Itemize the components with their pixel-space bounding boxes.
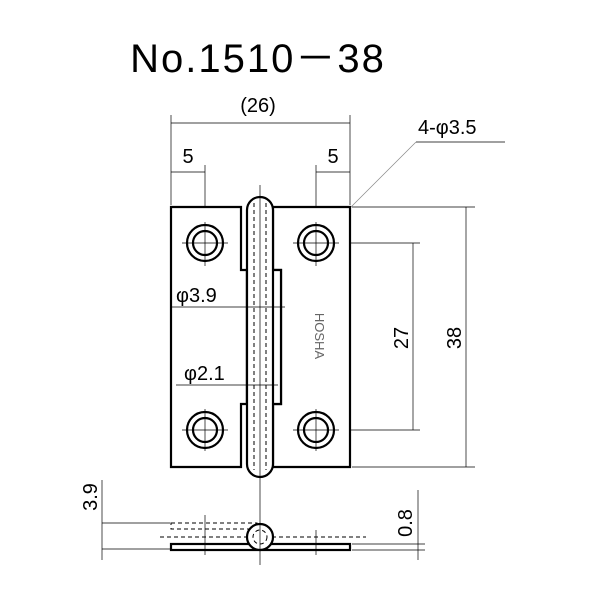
dim-open-thickness: 3.9 bbox=[80, 483, 102, 511]
diameter-dimension-lines bbox=[171, 306, 285, 386]
hole-bottom-right bbox=[293, 409, 339, 451]
dim-leaf-thickness: 0.8 bbox=[395, 509, 417, 537]
hole-top-left bbox=[182, 222, 228, 266]
dim-pin-diameter: φ2.1 bbox=[184, 363, 225, 385]
dim-hole-offset-left: 5 bbox=[182, 146, 193, 168]
dim-overall-height: 38 bbox=[444, 327, 466, 349]
hole-bottom-left bbox=[182, 409, 228, 451]
hole-top-right bbox=[293, 222, 339, 266]
drawing-title: No.1510－38 bbox=[130, 37, 386, 81]
mounting-holes bbox=[182, 222, 339, 451]
hinge-front-view: HOSHA bbox=[169, 185, 352, 490]
brand-mark: HOSHA bbox=[312, 313, 327, 360]
hinge-side-view bbox=[101, 480, 425, 565]
dim-hole-offset-right: 5 bbox=[327, 146, 338, 168]
dim-hole-pitch: 27 bbox=[391, 327, 413, 349]
dim-knuckle-diameter: φ3.9 bbox=[176, 285, 217, 307]
dim-holes: 4-φ3.5 bbox=[418, 117, 477, 139]
dim-overall-width: (26) bbox=[240, 95, 276, 117]
